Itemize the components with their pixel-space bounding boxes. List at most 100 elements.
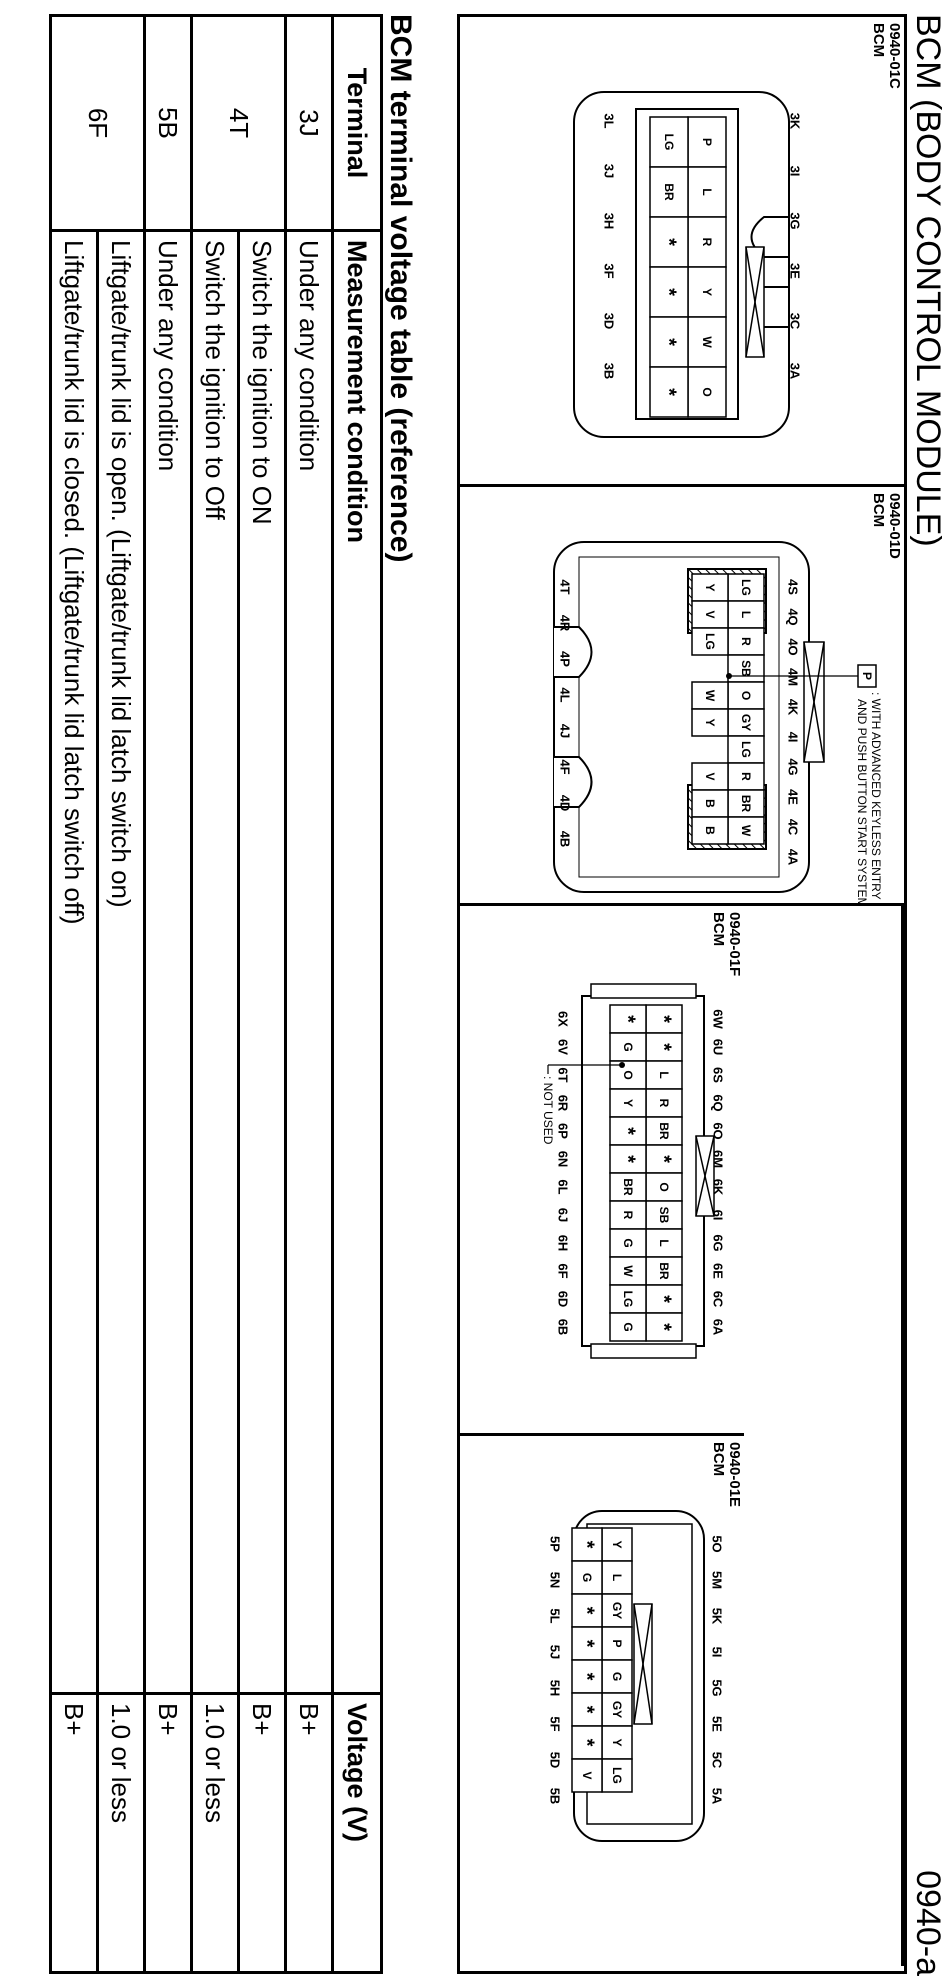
column-header-voltage: Voltage (V) — [332, 1693, 382, 1973]
pin-label: 6N — [556, 1151, 571, 1168]
terminal-cell: 5B — [144, 15, 192, 231]
pin-label: 5J — [548, 1645, 563, 1659]
pin-label: 3L — [602, 113, 617, 128]
pin-label: 6P — [556, 1123, 571, 1139]
wire-color-label: * — [576, 1607, 598, 1615]
wire-color-label: SB — [739, 660, 753, 677]
wire-color-label: Y — [700, 288, 714, 296]
pin-label: 3C — [788, 313, 803, 330]
pin-label: 4J — [558, 724, 573, 738]
pin-label: 5E — [710, 1716, 725, 1732]
wire-color-label: * — [617, 1155, 639, 1163]
condition-cell: Under any condition — [285, 230, 333, 1694]
legend-note: : WITH ADVANCED KEYLESS ENTRY — [869, 692, 883, 900]
pin-label: 6T — [556, 1067, 571, 1082]
pin-label: 5A — [710, 1788, 725, 1805]
wire-color-label: LG — [739, 579, 753, 596]
pin-label: 4P — [558, 651, 573, 667]
connector-0940-01e-drawing: 5O5M5K5I5G5E5C5A5P5N5L5J5H5F5D5BYLGYPGGY… — [548, 1510, 725, 1842]
wire-color-label: * — [576, 1739, 598, 1747]
wire-color-label: G — [621, 1238, 635, 1247]
wire-color-label: V — [703, 772, 717, 780]
wire-color-label: R — [621, 1211, 635, 1220]
legend-symbol: P — [860, 672, 874, 680]
pin-label: 4G — [786, 758, 801, 775]
wire-color-label: G — [621, 1322, 635, 1331]
wire-color-label: P — [700, 138, 714, 146]
wire-color-label: W — [703, 690, 717, 702]
legend-dot — [726, 673, 732, 679]
pin-label: 4Q — [786, 608, 801, 625]
pin-label: 3F — [602, 263, 617, 278]
wire-color-label: W — [621, 1265, 635, 1277]
pin-label: 4I — [786, 732, 801, 743]
wire-color-label: B — [703, 799, 717, 808]
column-header-terminal: Terminal — [332, 15, 382, 231]
column-header-condition: Measurement condition — [332, 230, 382, 1694]
pin-label: 5I — [710, 1647, 725, 1658]
pin-label: 6A — [711, 1319, 726, 1336]
pin-label: 4B — [558, 831, 573, 848]
condition-cell: Liftgate/trunk lid is open. (Liftgate/tr… — [97, 230, 145, 1694]
wire-color-label: R — [739, 772, 753, 781]
pin-label: 4T — [558, 579, 573, 594]
pin-label: 4A — [786, 849, 801, 866]
pin-label: 3B — [602, 363, 617, 380]
wire-color-label: G — [621, 1042, 635, 1051]
wire-color-label: G — [580, 1573, 594, 1582]
pin-label: 5H — [548, 1680, 563, 1697]
voltage-cell: 1.0 or less — [191, 1693, 239, 1973]
pin-label: 4K — [786, 699, 801, 716]
pin-label: 6Q — [711, 1094, 726, 1111]
legend-note: : NOT USED — [541, 1076, 555, 1145]
pin-label: 6S — [711, 1067, 726, 1083]
wire-color-label: P — [610, 1639, 624, 1647]
wire-color-label: * — [653, 1155, 675, 1163]
wire-color-label: * — [576, 1640, 598, 1648]
page-code: 0940-a — [909, 1870, 947, 1976]
wire-color-label: BR — [657, 1262, 671, 1280]
connector-0940-01d-drawing: 4S4Q4O4M4K4I4G4E4C4A4T4R4P4L4J4F4D4BLGLR… — [553, 541, 883, 903]
wire-color-label: W — [700, 336, 714, 348]
wire-color-label: L — [700, 188, 714, 195]
pin-label: 3H — [602, 213, 617, 230]
wire-color-label: O — [700, 387, 714, 396]
wire-color-label: * — [653, 1295, 675, 1303]
pin-cell — [609, 1312, 647, 1342]
wire-color-label: GY — [739, 714, 753, 731]
wire-color-label: Y — [703, 718, 717, 726]
pin-label: 5B — [548, 1788, 563, 1805]
wire-color-label: * — [658, 338, 680, 346]
wire-color-label: * — [653, 1323, 675, 1331]
wire-color-label: V — [703, 610, 717, 618]
wire-color-label: R — [657, 1099, 671, 1108]
wire-color-label: * — [576, 1673, 598, 1681]
pin-label: 4S — [786, 579, 801, 595]
wire-color-label: Y — [610, 1738, 624, 1746]
wire-color-label: LG — [739, 741, 753, 758]
voltage-cell: B+ — [144, 1693, 192, 1973]
pin-label: 5K — [710, 1608, 725, 1625]
table-header-row: Terminal Measurement condition Voltage (… — [332, 15, 382, 1973]
wire-color-label: LG — [703, 633, 717, 650]
pin-label: 3J — [602, 164, 617, 178]
pin-label: 6I — [711, 1210, 726, 1221]
pin-label: 3A — [788, 363, 803, 380]
wire-color-label: G — [610, 1672, 624, 1681]
pin-label: 6X — [556, 1011, 571, 1027]
pin-label: 5C — [710, 1752, 725, 1769]
pin-label: 3E — [788, 263, 803, 279]
wire-color-label: R — [739, 637, 753, 646]
terminal-cell: 6F — [50, 15, 145, 231]
wire-color-label: L — [610, 1574, 624, 1581]
table-row: 3J Under any condition B+ — [285, 15, 333, 1973]
pin-label: 6G — [711, 1234, 726, 1251]
voltage-cell: B+ — [50, 1693, 98, 1973]
wire-color-label: BR — [621, 1178, 635, 1196]
